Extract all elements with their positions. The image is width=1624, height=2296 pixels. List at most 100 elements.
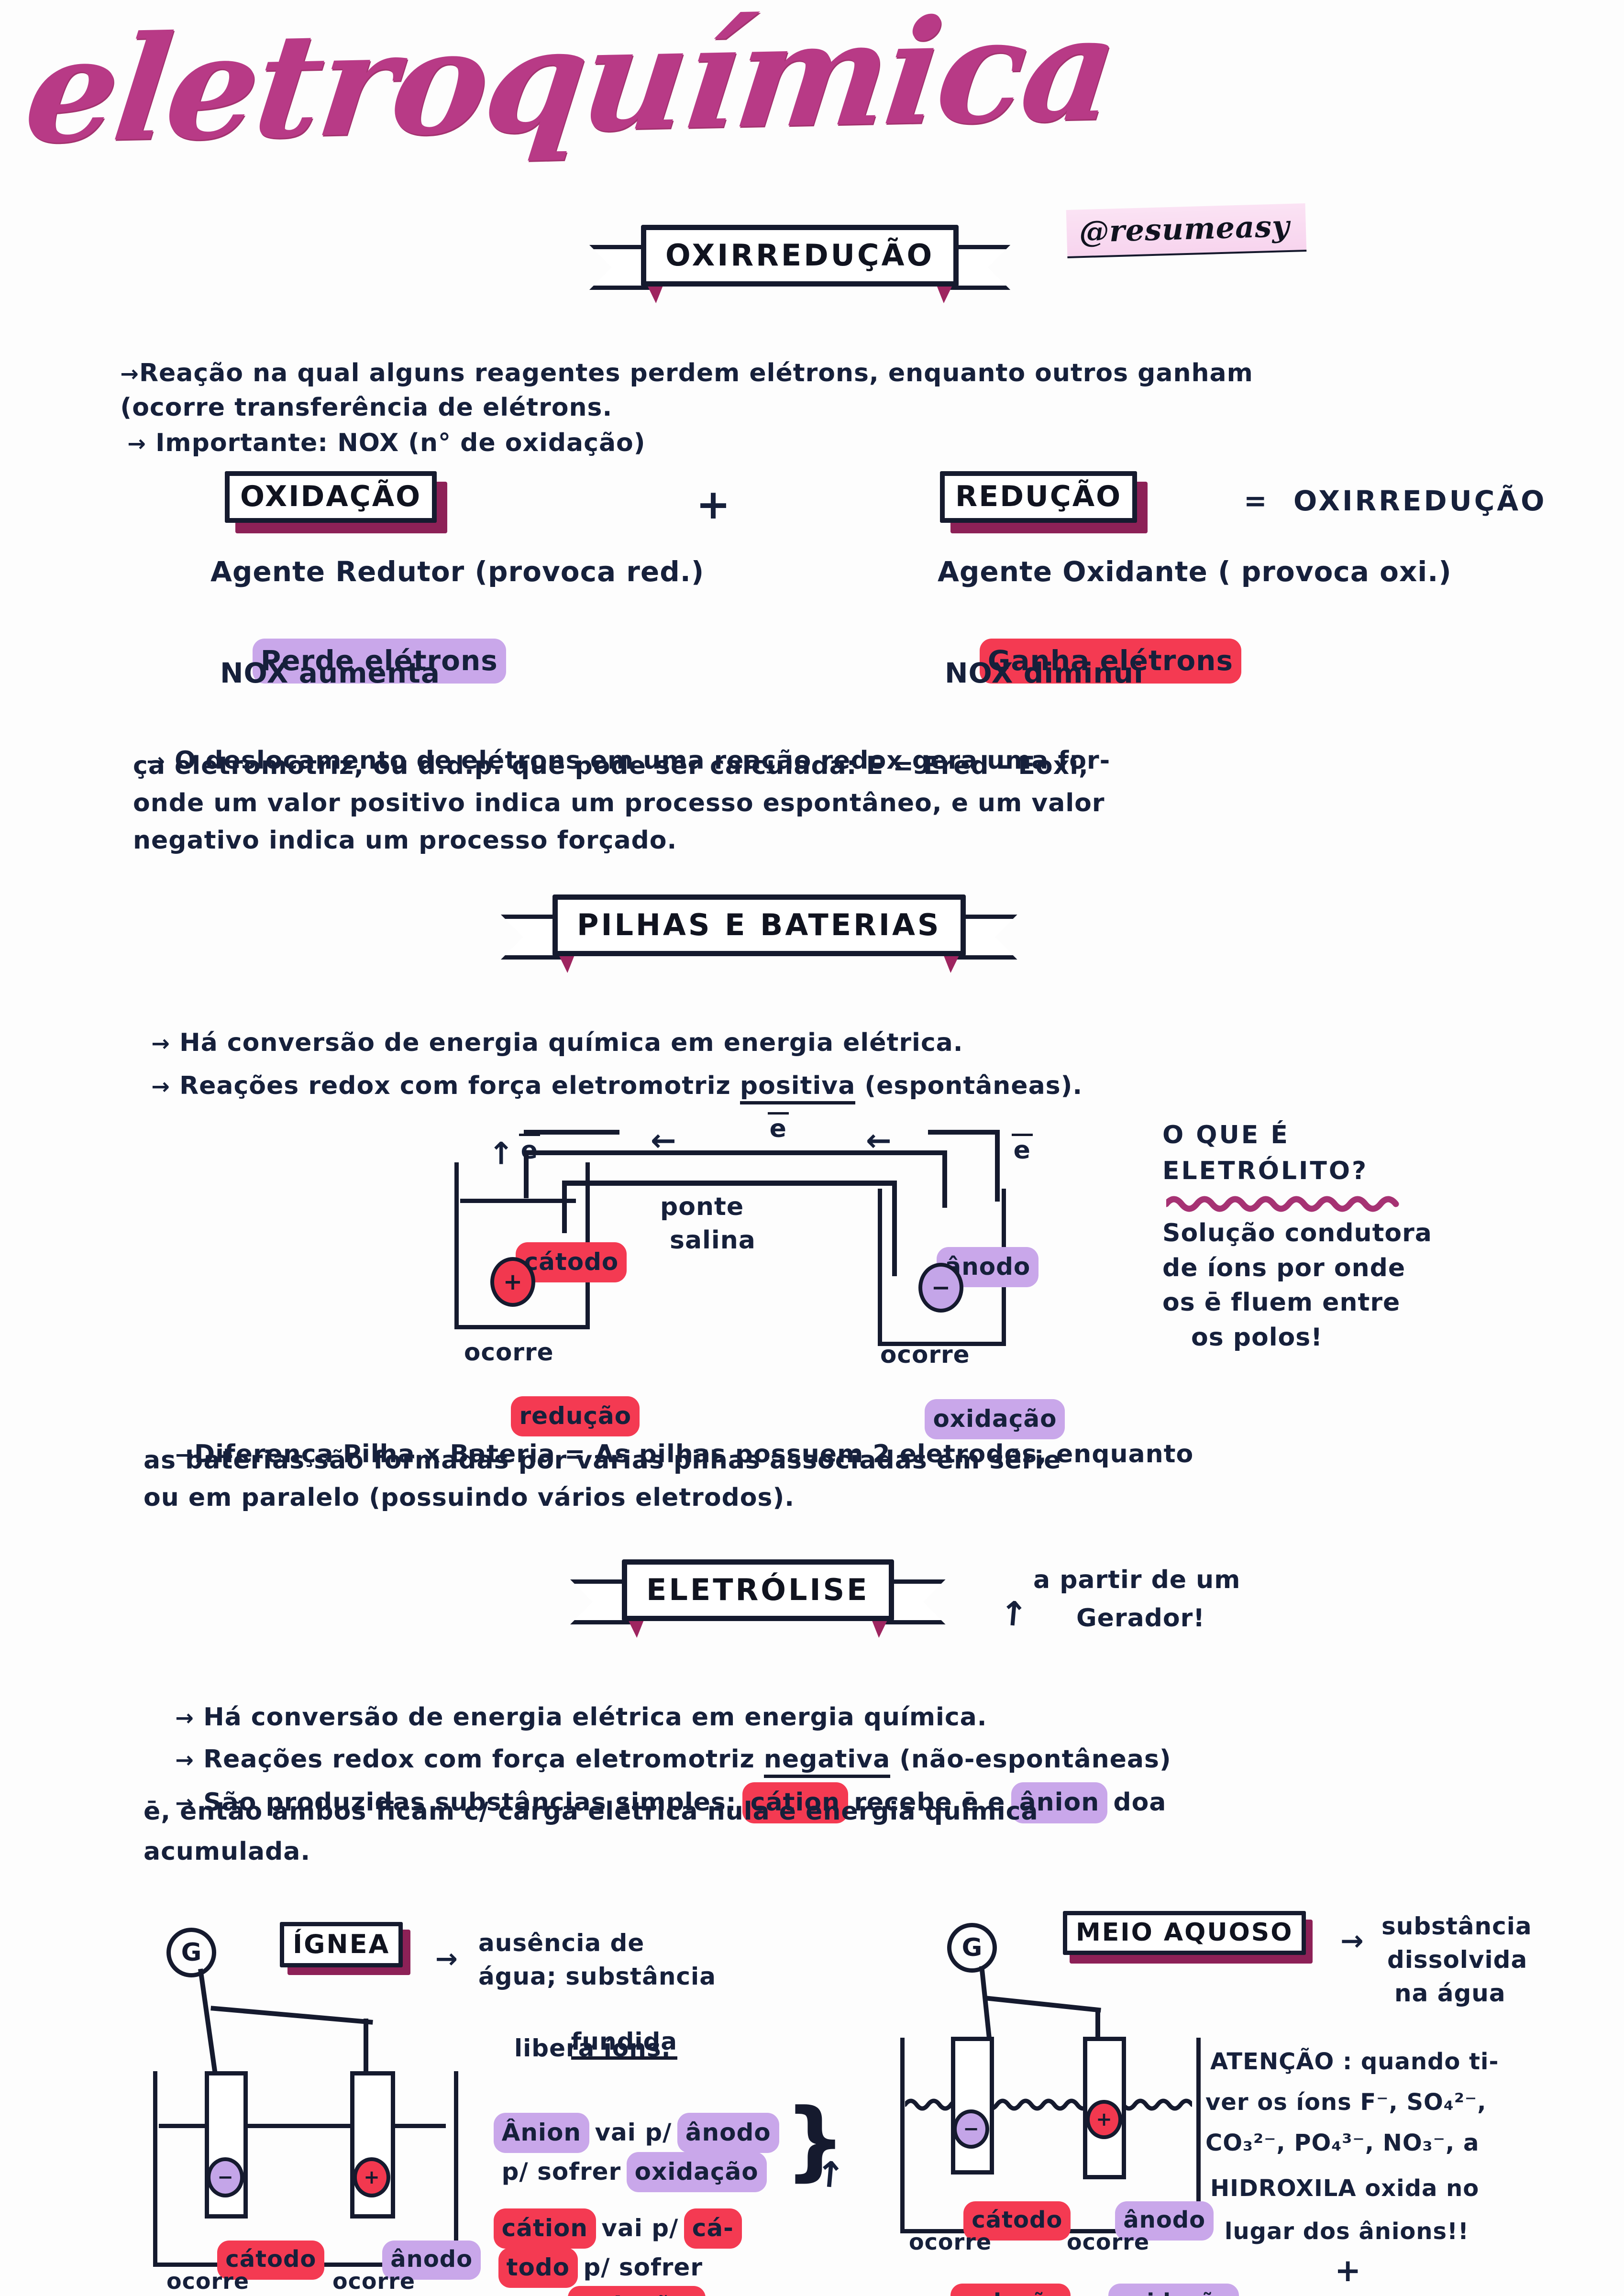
- banner-plate: ELETRÓLISE: [622, 1559, 894, 1621]
- atencao-line-1: ATENÇÃO : quando ti-: [1210, 2048, 1499, 2075]
- pole-positive-ignea: +: [353, 2157, 390, 2197]
- gerador-note-1: a partir de um: [1033, 1566, 1241, 1594]
- eletrolito-answer-2: de íons por onde: [1162, 1253, 1406, 1282]
- anodo-aquoso: ânodo: [1118, 2205, 1211, 2237]
- eletrolito-question-1: O QUE É: [1162, 1121, 1290, 1149]
- box-meio-aquoso: MEIO AQUOSO: [1063, 1911, 1313, 1964]
- generator-icon-aquoso: G: [947, 1923, 997, 1973]
- box-frame: OXIDAÇÃO: [225, 471, 437, 523]
- caption-left-2: redução: [514, 1400, 637, 1433]
- bullet-eletrolise-3: → São produzidas substâncias simples: cá…: [139, 1754, 1166, 1852]
- bullet-eletrolise-3-b: recebe ē e: [845, 1788, 1015, 1817]
- bullet-eletrolise-2: → Reações redox com força eletromotriz n…: [139, 1711, 1171, 1807]
- ignea-caption-left-1: ocorre: [166, 2268, 250, 2294]
- salt-bridge-label-2: salina: [670, 1226, 756, 1255]
- page-title: eletroquímica: [17, 0, 1124, 176]
- anodo-ignea: ânodo: [386, 2244, 478, 2276]
- author-handle-sticker: @resumeasy: [1066, 203, 1307, 258]
- perde-eletrons-wrap: Perde elétrons: [215, 607, 503, 716]
- electron-label-left: e: [464, 1103, 540, 1198]
- box-frame: ÍGNEA: [280, 1922, 403, 1967]
- diferenca-line-3: ou em paralelo (possuindo vários eletrod…: [144, 1483, 795, 1512]
- bullet-oxirreducao-2: → Importante: NOX (n° de oxidação): [127, 428, 646, 457]
- anodo-label-right-wrap: ânodo: [887, 1220, 1036, 1314]
- box-ignea-label: ÍGNEA: [293, 1929, 390, 1959]
- bullet-pilhas-1: → Há conversão de energia química em ene…: [151, 1028, 963, 1057]
- aquoso-desc-3: na água: [1394, 1979, 1506, 2007]
- electron-label-top: e: [713, 1081, 789, 1177]
- aquoso-caption-left-2-wrap: redução: [905, 2259, 1067, 2296]
- caption-left-1: ocorre: [464, 1338, 554, 1366]
- eletrolito-note: O QUE É ELETRÓLITO? Solução condutora de…: [1162, 1119, 1432, 1353]
- wire-top-right: [928, 1130, 1000, 1135]
- bullet-oxirreducao-2-text: Importante: NOX (n° de oxidação): [155, 428, 646, 457]
- rule1-d: p/ sofrer: [501, 2158, 630, 2186]
- agente-oxidante: Agente Oxidante ( provoca oxi.): [938, 555, 1452, 588]
- bullet-eletrolise-3-a: São produzidas substâncias simples:: [203, 1788, 746, 1817]
- aquoso-desc-2: dissolvida: [1387, 1946, 1528, 1974]
- ignea-diagram: G ÍGNEA → − + cátodo ânodo ocorre reduçã…: [144, 1885, 622, 2296]
- eletrolito-answer-4: os polos!: [1191, 1323, 1323, 1352]
- wire-top-left: [524, 1130, 619, 1135]
- box-frame: REDUÇÃO: [940, 471, 1138, 523]
- bullet-pilhas-2-a: Reações redox com força eletromotriz: [179, 1071, 740, 1100]
- banner-eletrolise: ELETRÓLISE: [570, 1559, 946, 1638]
- anodo-ignea-wrap: ânodo: [335, 2215, 478, 2296]
- ignea-rule-1b: p/ sofrer oxidação: [466, 2125, 763, 2219]
- bullet-eletrolise-2-a: Reações redox com força eletromotriz: [203, 1744, 764, 1774]
- banner-oxirreducao: OXIRREDUÇÃO: [589, 225, 1011, 303]
- aquoso-desc-1: substância: [1381, 1912, 1532, 1940]
- wire-main: [524, 1150, 947, 1155]
- galvanic-cell-diagram: e e e ← ← ← ponte salina cátodo +: [421, 1076, 1062, 1436]
- paragraph-fem-2: ça eletromotriz, ou d.d.p. que pode ser …: [133, 751, 1089, 780]
- author-handle-text: @resumeasy: [1078, 208, 1291, 250]
- nox-diminui: NOX diminui: [945, 657, 1144, 689]
- liquid-level-left: [460, 1199, 576, 1203]
- bullet-eletrolise-1-text: Há conversão de energia elétrica em ener…: [203, 1702, 987, 1732]
- bullet-oxirreducao-1: →Reação na qual alguns reagentes perdem …: [120, 358, 1253, 387]
- perde-eletrons: Perde elétrons: [255, 642, 503, 681]
- squiggly-underline-icon: [1166, 1196, 1399, 1212]
- banner-plate: OXIRREDUÇÃO: [641, 225, 959, 287]
- nox-aumenta: NOX aumenta: [220, 657, 441, 689]
- ignea-desc-3: fundida: [536, 1996, 678, 2087]
- pole-negative-ignea: −: [207, 2157, 244, 2197]
- ignea-rule-2b: todo p/ sofrer: [466, 2220, 703, 2296]
- catodo-aquoso: cátodo: [967, 2205, 1068, 2237]
- box-ignea: ÍGNEA: [280, 1922, 411, 1975]
- pole-negative-right: −: [918, 1263, 963, 1313]
- diferenca-line-1-text: Diferença Pilha x Bateria = As pilhas po…: [194, 1439, 1194, 1468]
- bullet-pilhas-2: → Reações redox com força eletromotriz p…: [115, 1038, 1083, 1134]
- diferenca-line-1: →Diferença Pilha x Bateria = As pilhas p…: [175, 1439, 1194, 1468]
- bullet-pilhas-1-text: Há conversão de energia química em energ…: [179, 1028, 963, 1057]
- anodo-aquoso-wrap: ânodo: [1068, 2175, 1211, 2266]
- ganha-eletrons-wrap: Ganha elétrons: [942, 607, 1238, 716]
- aquoso-diagram: G MEIO AQUOSO − + cátodo ânodo ocorre: [880, 1885, 1313, 2296]
- equals-oxirreducao: = OXIRREDUÇÃO: [1244, 485, 1547, 517]
- bullet-pilhas-2-b: (espontâneas).: [855, 1071, 1083, 1100]
- rule-reducao-highlight: redução.: [571, 2289, 703, 2296]
- wire-ignea-right: [364, 2019, 368, 2081]
- salt-bridge-label-1: ponte: [660, 1192, 744, 1221]
- paragraph-fem-1: → O deslocamento de elétrons em uma reaç…: [146, 746, 1111, 775]
- atencao-line-5: lugar dos ânions!!: [1225, 2218, 1469, 2245]
- atencao-line-3: CO₃²⁻, PO₄³⁻, NO₃⁻, a: [1205, 2130, 1480, 2156]
- bullet-eletrolise-2-b: (não-espontâneas): [890, 1744, 1171, 1774]
- eletrolito-answer-1: Solução condutora: [1162, 1219, 1432, 1248]
- aquoso-desc-arrow-icon: →: [1340, 1924, 1364, 1957]
- box-reducao-label: REDUÇÃO: [955, 480, 1122, 513]
- plus-sign: +: [696, 481, 731, 529]
- rule-anion-highlight: Ânion: [497, 2116, 586, 2150]
- salt-bridge-leg-left: [562, 1181, 567, 1233]
- box-oxidacao-label: OXIDAÇÃO: [240, 480, 422, 513]
- ignea-caption-right-1: ocorre: [332, 2268, 416, 2294]
- bullet-pilhas-2-underlined: positiva: [740, 1071, 856, 1104]
- electron-label-right: e: [957, 1103, 1033, 1198]
- ignea-rule-1: Ânion vai p/ ânodo: [462, 2086, 776, 2180]
- pole-negative-aquoso: −: [953, 2109, 989, 2149]
- caption-right-2: oxidação: [928, 1402, 1062, 1436]
- atencao-line-2: ver os íons F⁻, SO₄²⁻,: [1205, 2089, 1487, 2116]
- rule1-b: vai p/: [586, 2119, 681, 2146]
- ganha-eletrons: Ganha elétrons: [983, 642, 1238, 681]
